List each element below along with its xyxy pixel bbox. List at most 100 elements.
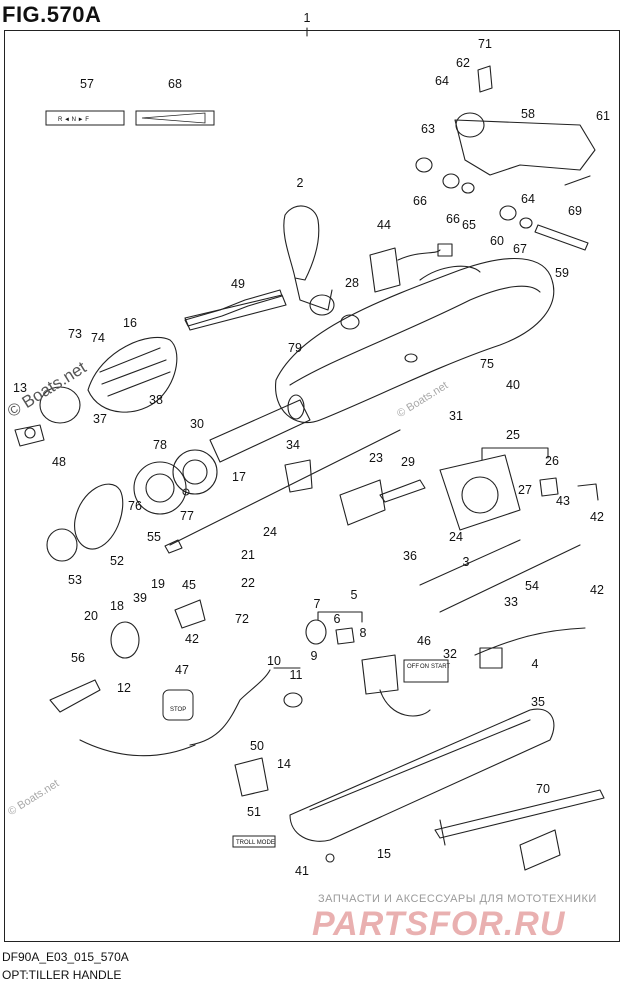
callout-c24b: 24 xyxy=(449,530,463,544)
lanyard-coil xyxy=(189,669,271,746)
callout-c30: 30 xyxy=(190,417,204,431)
callout-c72: 72 xyxy=(235,612,249,626)
bracket-43 xyxy=(577,483,599,501)
switch-label-start: START xyxy=(431,664,450,670)
tiller-arm-ridge xyxy=(289,285,541,386)
boot-12 xyxy=(110,621,140,659)
main-switch-8 xyxy=(361,654,399,695)
callout-c55: 55 xyxy=(147,530,161,544)
callout-c31: 31 xyxy=(449,409,463,423)
bushing-28 xyxy=(340,314,360,330)
callout-c71: 71 xyxy=(478,37,492,51)
pivot-bracket xyxy=(454,119,596,176)
callout-c23: 23 xyxy=(369,451,383,465)
figure-code: DF90A_E03_015_570A xyxy=(2,950,129,964)
tiller-extension-70 xyxy=(434,789,605,839)
callout-c21: 21 xyxy=(241,548,255,562)
callout-c42c: 42 xyxy=(590,510,604,524)
callout-c32: 32 xyxy=(443,647,457,661)
callout-c10: 10 xyxy=(267,654,281,668)
callout-c66a: 66 xyxy=(413,194,427,208)
shift-lever-boss xyxy=(309,294,335,316)
callout-c73: 73 xyxy=(68,327,82,341)
callout-c64a: 64 xyxy=(435,74,449,88)
callout-c44: 44 xyxy=(377,218,391,232)
callout-c4: 4 xyxy=(532,657,539,671)
figure-subtitle: OPT:TILLER HANDLE xyxy=(2,968,122,982)
wire-harness-4 xyxy=(474,627,586,656)
bracket-25 xyxy=(481,447,549,461)
shift-rod-17 xyxy=(169,429,401,546)
callout-c28: 28 xyxy=(345,276,359,290)
callout-c17: 17 xyxy=(232,470,246,484)
switch-decal-46 xyxy=(403,659,449,683)
callout-c56: 56 xyxy=(71,651,85,665)
callout-c41: 41 xyxy=(295,864,309,878)
callout-c34: 34 xyxy=(286,438,300,452)
throttle-cable-33 xyxy=(439,544,581,613)
throttle-shaft xyxy=(209,399,311,463)
plate-71 xyxy=(477,65,493,93)
nut-66b xyxy=(442,173,460,189)
gear-78 xyxy=(133,461,187,515)
washer-60 xyxy=(499,205,517,221)
washer-67 xyxy=(519,217,533,229)
callout-c43: 43 xyxy=(556,494,570,508)
callout-c18: 18 xyxy=(110,599,124,613)
dealer-watermark-logo: PARTSFOR.RU xyxy=(312,905,566,943)
troll-switch-50 xyxy=(234,757,269,797)
throttle-shaft-end xyxy=(287,394,305,420)
shift-lever-stem xyxy=(294,277,333,311)
callout-c12: 12 xyxy=(117,681,131,695)
callout-c16: 16 xyxy=(123,316,137,330)
handle-knob xyxy=(14,424,45,447)
throttle-cone xyxy=(74,483,124,550)
callout-c75: 75 xyxy=(480,357,494,371)
callout-c27: 27 xyxy=(518,483,532,497)
callout-c63: 63 xyxy=(421,122,435,136)
switch-wire xyxy=(379,689,431,717)
callout-c50: 50 xyxy=(250,739,264,753)
pivot-bracket-hole xyxy=(455,112,485,138)
callout-c6: 6 xyxy=(334,612,341,626)
grip-sleeve xyxy=(184,294,287,331)
callout-c49: 49 xyxy=(231,277,245,291)
callout-c3: 3 xyxy=(463,555,470,569)
callout-c11: 11 xyxy=(290,668,303,682)
shift-cam-pulley xyxy=(461,476,499,514)
screw-41 xyxy=(325,853,335,863)
lanyard-cord xyxy=(79,739,196,757)
troll-mode-text: TROLL MODE xyxy=(236,840,275,846)
callout-c59: 59 xyxy=(555,266,569,280)
throttle-bracket-23 xyxy=(339,479,386,526)
pivot-bolt-69 xyxy=(564,175,591,186)
screw-77 xyxy=(182,488,190,496)
callout-c48: 48 xyxy=(52,455,66,469)
bracket-5 xyxy=(317,611,363,623)
figure-title: FIG.570A xyxy=(2,2,102,27)
callout-c13: 13 xyxy=(13,381,27,395)
shift-decal-57 xyxy=(45,110,125,126)
throttle-link-29 xyxy=(379,479,426,503)
callout-c53: 53 xyxy=(68,573,82,587)
cam-plate-26 xyxy=(539,477,559,497)
callout-c9: 9 xyxy=(311,649,318,663)
callout-c5: 5 xyxy=(351,588,358,602)
tiller-arm-hole xyxy=(404,353,418,363)
callout-c37: 37 xyxy=(93,412,107,426)
washer-65 xyxy=(461,182,475,194)
callout-c54: 54 xyxy=(525,579,539,593)
callout-c45: 45 xyxy=(182,578,196,592)
dealer-watermark-line: ЗАПЧАСТИ И АКСЕССУАРЫ ДЛЯ МОТОТЕХНИКИ xyxy=(318,893,597,905)
stop-switch-44 xyxy=(369,247,401,293)
end-cap-nut xyxy=(24,427,36,439)
nut-66a xyxy=(415,157,433,173)
troll-mode-decal-51 xyxy=(232,835,276,848)
callout-c68: 68 xyxy=(168,77,182,91)
extension-grip xyxy=(519,829,561,871)
switch-label-on: ON xyxy=(420,664,429,670)
extension-pivot xyxy=(439,819,446,846)
diagram-frame xyxy=(4,30,620,942)
